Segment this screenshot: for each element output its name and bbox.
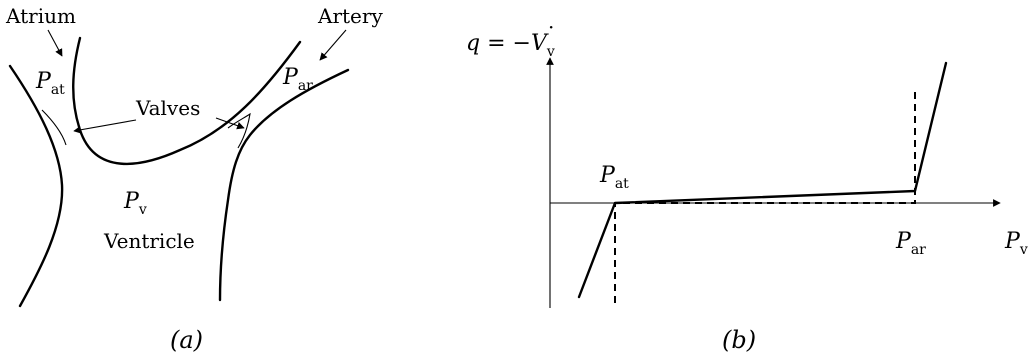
y-axis-label: q = −Vv	[466, 31, 555, 60]
p-ar-label-a: Par	[282, 65, 313, 94]
artery-label: Artery	[317, 4, 383, 28]
artery-outer-wall	[218, 68, 350, 302]
valves-arrow-right	[215, 117, 245, 130]
valves-label: Valves	[135, 96, 200, 120]
p-v-label-a: Pv	[123, 189, 147, 218]
flow-pressure-curve-solid	[577, 61, 948, 299]
ventricle-label: Ventricle	[103, 229, 195, 253]
atrium-left-wall	[8, 64, 64, 308]
y-axis-label-dot: ·	[548, 15, 554, 39]
artery-arrow	[319, 29, 347, 61]
panel-a: Atrium Artery Valves Ventricle Pat Par P…	[5, 4, 383, 354]
p-at-label-b: Pat	[599, 163, 629, 192]
valves-arrow-left	[73, 119, 137, 134]
x-axis-label: Pv	[1004, 229, 1028, 258]
caption-a: (a)	[170, 326, 203, 354]
panel-b: q = −Vv · Pat Par Pv (b)	[466, 15, 1028, 354]
atrium-right-wall-and-ventricle-top	[72, 36, 302, 166]
p-ar-label-b: Par	[895, 229, 926, 258]
flow-pressure-curve-dashed	[614, 90, 916, 303]
atrium-label: Atrium	[5, 4, 76, 28]
right-valve-flap	[227, 112, 251, 149]
left-valve-flap	[41, 109, 67, 146]
caption-b: (b)	[722, 326, 756, 354]
atrium-arrow	[47, 29, 63, 57]
p-at-label-a: Pat	[35, 69, 65, 98]
